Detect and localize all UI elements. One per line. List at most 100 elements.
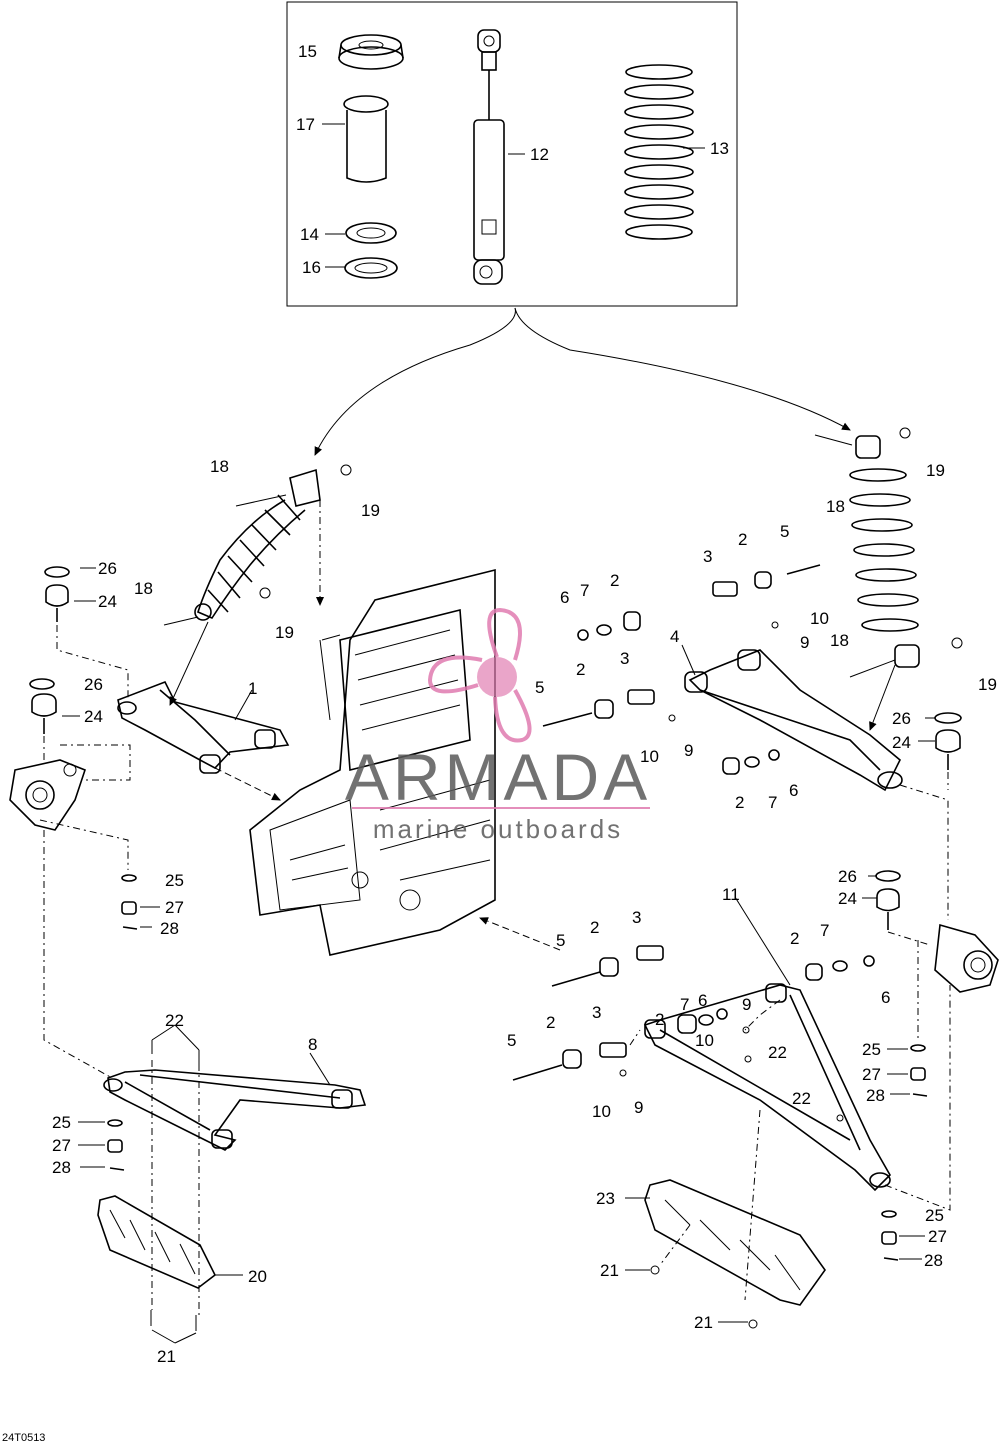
- callout-21: 21: [600, 1261, 619, 1280]
- callout-2: 2: [576, 660, 585, 679]
- callout-25: 25: [925, 1206, 944, 1225]
- callout-26: 26: [84, 675, 103, 694]
- callout-10: 10: [640, 747, 659, 766]
- leader-lines: [62, 123, 935, 1344]
- callout-10: 10: [695, 1031, 714, 1050]
- callout-2: 2: [655, 1010, 664, 1029]
- callout-21: 21: [157, 1347, 176, 1366]
- callout-10: 10: [592, 1102, 611, 1121]
- callout-17: 17: [296, 115, 315, 134]
- callout-25: 25: [52, 1113, 71, 1132]
- left-hardware-stack: [121, 874, 138, 930]
- right-lower-hardware-stack: [881, 1044, 928, 1261]
- sleeve-part: [343, 95, 389, 183]
- callout-26: 26: [98, 559, 117, 578]
- callout-26: 26: [838, 867, 857, 886]
- callout-20: 20: [248, 1267, 267, 1286]
- callout-25: 25: [165, 871, 184, 890]
- callout-28: 28: [924, 1251, 943, 1270]
- right-steering-knuckle: [934, 923, 999, 993]
- callout-3: 3: [620, 649, 629, 668]
- right-upper-ball-joint: [934, 712, 962, 770]
- right-upper-a-arm: [684, 649, 903, 792]
- callout-8: 8: [308, 1035, 317, 1054]
- callout-21: 21: [694, 1313, 713, 1332]
- callout-27: 27: [928, 1227, 947, 1246]
- callout-7: 7: [820, 921, 829, 940]
- callout-16: 16: [302, 258, 321, 277]
- callout-25: 25: [862, 1040, 881, 1059]
- callout-26: 26: [892, 709, 911, 728]
- vehicle-frame: [249, 568, 496, 956]
- callout-3: 3: [632, 908, 641, 927]
- right-skid-plate: [644, 1179, 826, 1329]
- left-upper-a-arm: [117, 680, 290, 774]
- shock-absorber-part: [473, 29, 505, 285]
- callout-6: 6: [789, 781, 798, 800]
- callout-5: 5: [507, 1031, 516, 1050]
- callout-11: 11: [722, 885, 740, 904]
- callout-24: 24: [892, 733, 911, 752]
- callout-3: 3: [703, 547, 712, 566]
- right-lower-a-arm: [643, 983, 891, 1192]
- right-shock-assembly: [814, 427, 963, 678]
- spring-seat-part: [338, 34, 404, 70]
- callout-2: 2: [738, 530, 747, 549]
- callout-19: 19: [926, 461, 945, 480]
- routing-lines: [39, 500, 951, 1315]
- washer-part-16: [344, 257, 398, 279]
- callout-2: 2: [735, 793, 744, 812]
- callout-2: 2: [590, 918, 599, 937]
- callout-18: 18: [134, 579, 153, 598]
- callout-2: 2: [790, 929, 799, 948]
- callout-7: 7: [768, 793, 777, 812]
- callout-24: 24: [98, 592, 117, 611]
- callout-5: 5: [780, 522, 789, 541]
- callout-6: 6: [881, 988, 890, 1007]
- callout-28: 28: [866, 1086, 885, 1105]
- callout-7: 7: [680, 995, 689, 1014]
- callout-5: 5: [535, 678, 544, 697]
- callout-18: 18: [830, 631, 849, 650]
- callout-1: 1: [248, 679, 257, 698]
- callout-24: 24: [84, 707, 103, 726]
- callout-19: 19: [361, 501, 380, 520]
- lower-arm-hardware: [512, 945, 875, 1081]
- callout-19: 19: [275, 623, 294, 642]
- callout-6: 6: [560, 588, 569, 607]
- callout-22: 22: [165, 1011, 184, 1030]
- callout-6: 6: [698, 991, 707, 1010]
- left-shock-assembly: [163, 464, 352, 626]
- callout-27: 27: [165, 898, 184, 917]
- coil-spring-part: [624, 64, 694, 240]
- callout-22: 22: [792, 1089, 811, 1108]
- callout-2: 2: [546, 1013, 555, 1032]
- callout-7: 7: [580, 581, 589, 600]
- callout-28: 28: [52, 1158, 71, 1177]
- left-ball-joints: [29, 566, 70, 734]
- shock-detail-inset: [286, 1, 738, 307]
- callout-18: 18: [210, 457, 229, 476]
- callout-18: 18: [826, 497, 845, 516]
- callout-22: 22: [768, 1043, 787, 1062]
- watermark-brand: ARMADA: [345, 740, 651, 814]
- callout-12: 12: [530, 145, 549, 164]
- right-lower-ball-joint: [875, 870, 901, 930]
- callout-2: 2: [610, 571, 619, 590]
- watermark-tagline: marine outboards: [373, 814, 623, 844]
- callout-3: 3: [592, 1003, 601, 1022]
- left-skid-plate: [97, 1195, 217, 1331]
- left-lower-a-arm: [103, 1040, 367, 1171]
- callout-labels: 15 17 12 13 14 16 18 19 18 19 26 24 26 2…: [52, 42, 997, 1366]
- callout-27: 27: [862, 1065, 881, 1084]
- callout-23: 23: [596, 1189, 615, 1208]
- callout-9: 9: [634, 1098, 643, 1117]
- callout-15: 15: [298, 42, 317, 61]
- callout-5: 5: [556, 931, 565, 950]
- callout-10: 10: [810, 609, 829, 628]
- callout-9: 9: [742, 995, 751, 1014]
- callout-19: 19: [978, 675, 997, 694]
- callout-9: 9: [800, 633, 809, 652]
- left-steering-knuckle: [9, 759, 86, 831]
- callout-13: 13: [710, 139, 729, 158]
